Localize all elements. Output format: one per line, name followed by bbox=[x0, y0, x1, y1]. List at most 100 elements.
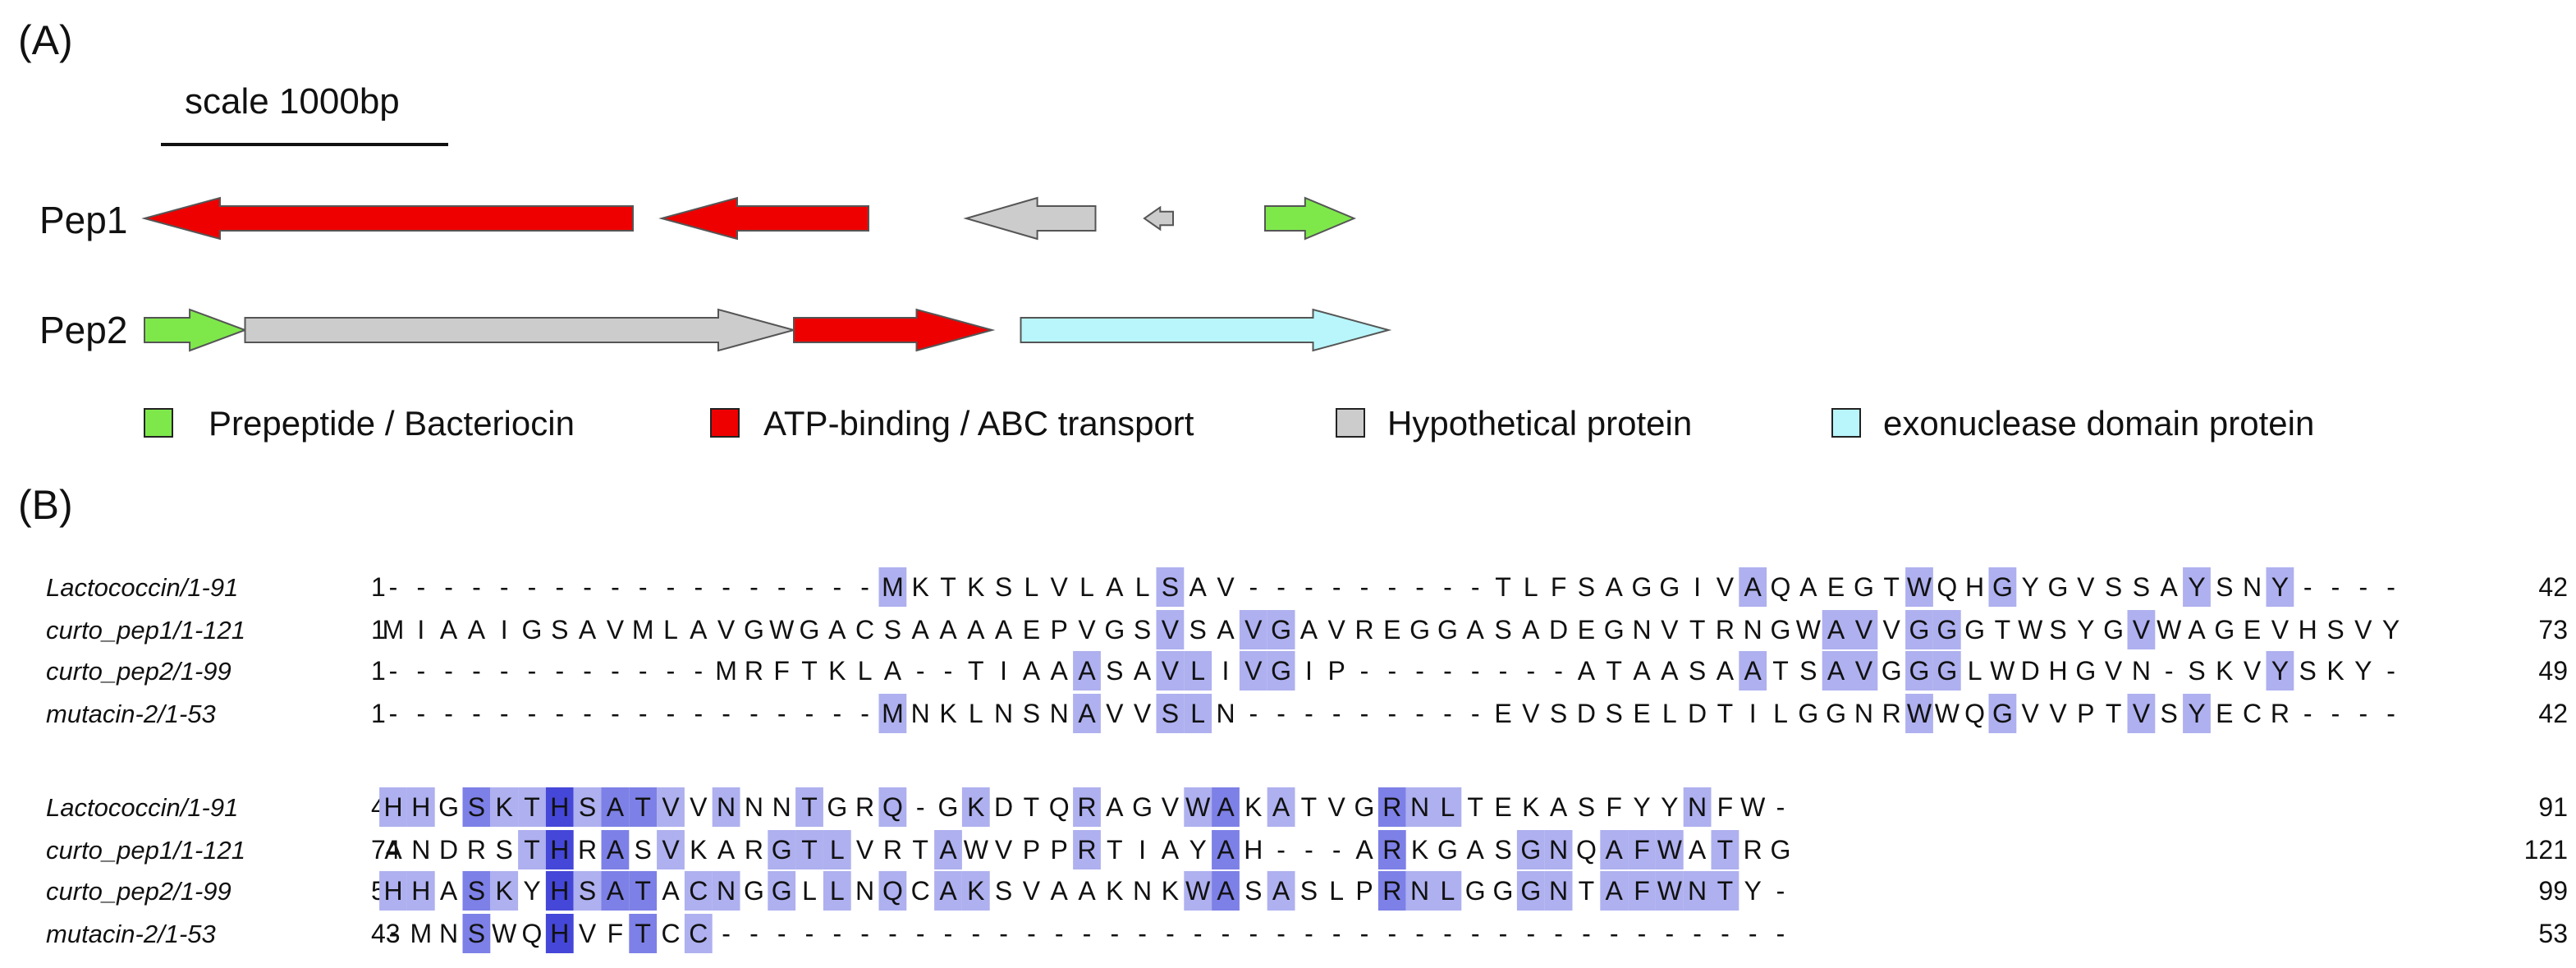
residue: G bbox=[1271, 656, 1291, 686]
residue: - bbox=[611, 699, 620, 728]
residue: N bbox=[1410, 876, 1429, 906]
residue: W bbox=[1185, 876, 1211, 906]
residue: P bbox=[1051, 615, 1068, 645]
residue: R bbox=[1382, 792, 1401, 822]
conservation-cell bbox=[1711, 830, 1739, 869]
residue: - bbox=[1277, 835, 1286, 865]
residue: - bbox=[389, 699, 398, 728]
residue: D bbox=[1577, 699, 1596, 728]
conservation-cell bbox=[961, 787, 990, 827]
residue: H bbox=[550, 876, 569, 906]
residue: P bbox=[1328, 656, 1345, 686]
seq-name: curto_pep2/1-99 bbox=[46, 877, 231, 906]
residue: K bbox=[1411, 835, 1428, 865]
residue: N bbox=[2243, 572, 2262, 602]
conservation-cell bbox=[1655, 871, 1684, 911]
residue: - bbox=[639, 656, 648, 686]
residue: - bbox=[1332, 572, 1341, 602]
conservation-cell bbox=[1156, 610, 1185, 649]
residue: P bbox=[1051, 835, 1068, 865]
conservation-cell bbox=[1516, 830, 1545, 869]
residue: E bbox=[1578, 615, 1595, 645]
residue: C bbox=[661, 919, 680, 948]
residue: I bbox=[1000, 656, 1007, 686]
residue: G bbox=[1798, 699, 1818, 728]
residue: - bbox=[1443, 699, 1452, 728]
residue: W bbox=[769, 615, 795, 645]
residue: S bbox=[2049, 615, 2066, 645]
residue: V bbox=[1717, 572, 1735, 602]
residue: G bbox=[1604, 615, 1625, 645]
residue: - bbox=[500, 656, 509, 686]
gene-arrow-pep2-hypothetical bbox=[244, 308, 797, 352]
residue: D bbox=[1688, 699, 1707, 728]
residue: A bbox=[1051, 876, 1069, 906]
residue: Y bbox=[1661, 792, 1678, 822]
conservation-cell bbox=[2127, 610, 2156, 649]
residue: Q bbox=[1771, 572, 1791, 602]
residue: - bbox=[1249, 572, 1258, 602]
residue: - bbox=[2165, 656, 2174, 686]
residue: W bbox=[1907, 572, 1932, 602]
residue: - bbox=[749, 572, 759, 602]
residue: H bbox=[383, 792, 402, 822]
residue: S bbox=[1550, 699, 1567, 728]
residue: - bbox=[944, 656, 953, 686]
residue: S bbox=[579, 876, 596, 906]
residue: G bbox=[1992, 572, 2013, 602]
residue: - bbox=[611, 572, 620, 602]
conservation-cell bbox=[1988, 694, 2017, 733]
residue: G bbox=[1771, 615, 1791, 645]
residue: S bbox=[1606, 699, 1623, 728]
residue: V bbox=[662, 835, 680, 865]
residue: L bbox=[830, 835, 845, 865]
legend-label-prepeptide: Prepeptide / Bacteriocin bbox=[209, 404, 575, 443]
conservation-cell bbox=[1156, 694, 1185, 733]
residue: S bbox=[995, 876, 1012, 906]
residue: G bbox=[1465, 876, 1486, 906]
residue: G bbox=[1826, 699, 1846, 728]
residue: S bbox=[635, 835, 652, 865]
conservation-cell bbox=[878, 694, 907, 733]
conservation-cell bbox=[878, 567, 907, 607]
residue: A bbox=[1827, 615, 1845, 645]
residue: E bbox=[2216, 699, 2233, 728]
residue: G bbox=[938, 792, 959, 822]
residue: - bbox=[916, 792, 925, 822]
residue: A bbox=[2161, 572, 2179, 602]
residue: E bbox=[1023, 615, 1040, 645]
residue: - bbox=[1471, 572, 1480, 602]
residue: F bbox=[1634, 876, 1650, 906]
residue: K bbox=[1244, 792, 1262, 822]
residue: R bbox=[1077, 835, 1096, 865]
residue: K bbox=[828, 656, 846, 686]
conservation-cell bbox=[406, 787, 435, 827]
residue: G bbox=[522, 615, 543, 645]
residue: W bbox=[1796, 615, 1822, 645]
residue: - bbox=[1277, 572, 1286, 602]
residue: - bbox=[805, 919, 814, 948]
residue: A bbox=[1134, 656, 1152, 686]
residue: I bbox=[417, 615, 424, 645]
conservation-cell bbox=[462, 914, 491, 953]
residue: V bbox=[1106, 699, 1124, 728]
residue: A bbox=[828, 615, 846, 645]
residue: A bbox=[1550, 792, 1568, 822]
seq-name: curto_pep1/1-121 bbox=[46, 616, 245, 645]
residue: Y bbox=[2382, 615, 2400, 645]
gene-map: Pep1 Pep2 bbox=[39, 196, 1392, 352]
conservation-cell bbox=[1683, 871, 1712, 911]
residue: - bbox=[1471, 656, 1480, 686]
residue: N bbox=[439, 919, 458, 948]
residue: A bbox=[440, 876, 458, 906]
residue: S bbox=[1494, 615, 1511, 645]
residue: L bbox=[858, 656, 873, 686]
residue: W bbox=[1185, 792, 1211, 822]
conservation-shading bbox=[379, 567, 2294, 953]
conservation-cell bbox=[1822, 651, 1850, 690]
conservation-cell bbox=[1156, 567, 1185, 607]
seq-end-number: 42 bbox=[2538, 699, 2568, 728]
conservation-cell bbox=[795, 830, 823, 869]
residue: W bbox=[1657, 835, 1683, 865]
residue: N bbox=[1632, 615, 1651, 645]
